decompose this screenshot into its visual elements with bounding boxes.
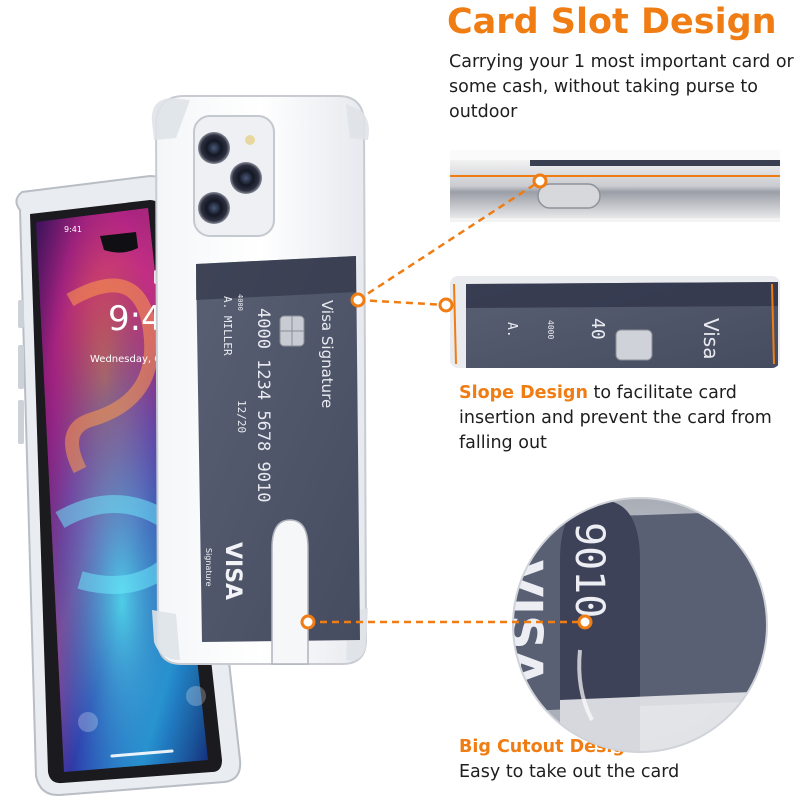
slope-description: Slope Design to facilitate card insertio…	[459, 381, 779, 456]
intro-description: Carrying your 1 most important card or s…	[449, 52, 794, 122]
zoom-number: 9010	[566, 522, 612, 618]
card-logo-sub: Signature	[204, 548, 213, 587]
card-number: 4000 1234 5678 9010	[253, 308, 273, 502]
edge-detail-view	[450, 150, 780, 222]
detail-initial: A.	[504, 322, 519, 338]
card-holder: A. MILLER	[221, 296, 234, 356]
camera-lens-icon	[198, 192, 230, 224]
callout-dot	[532, 173, 548, 189]
page-title: Card Slot Design	[447, 2, 777, 42]
card-expiry: 12/20	[235, 400, 248, 433]
status-time: 9:41	[64, 225, 82, 234]
back-case: Visa Signature 4000 1234 5678 9010 4000 …	[151, 95, 369, 665]
detail-small: 4000	[546, 320, 555, 339]
credit-card: Visa Signature 4000 1234 5678 9010 4000 …	[196, 256, 360, 642]
callout-lines	[300, 173, 593, 630]
camera-icon	[186, 686, 206, 706]
flashlight-icon	[78, 712, 98, 732]
cutout-text: Easy to take out the card	[459, 762, 680, 782]
lockscreen-date: Wednesday, Octob	[90, 354, 184, 365]
slope-highlight: Slope Design	[459, 383, 588, 403]
callout-dot	[438, 297, 454, 313]
card-logo: VISA	[220, 542, 245, 600]
detail-brand: Visa	[699, 318, 723, 359]
callout-dot	[350, 292, 366, 308]
lockscreen-clock: 9:4	[108, 299, 163, 339]
camera-lens-icon	[230, 162, 262, 194]
slope-text: to facilitate card insertion and prevent…	[459, 383, 772, 453]
card-number-small: 4000	[236, 294, 244, 311]
thumb-cutout	[271, 519, 309, 665]
callout-dot	[577, 614, 593, 630]
chip-detail-icon	[615, 329, 653, 361]
slope-detail-view: Visa 40 4000 A.	[450, 276, 780, 368]
card-brand: Visa Signature	[318, 300, 336, 408]
zoom-logo: VISA	[496, 560, 552, 687]
cutout-zoom-view: 9010 VISA	[496, 497, 768, 753]
callout-dot	[300, 614, 316, 630]
detail-number: 40	[587, 318, 608, 340]
camera-lens-icon	[198, 132, 230, 164]
